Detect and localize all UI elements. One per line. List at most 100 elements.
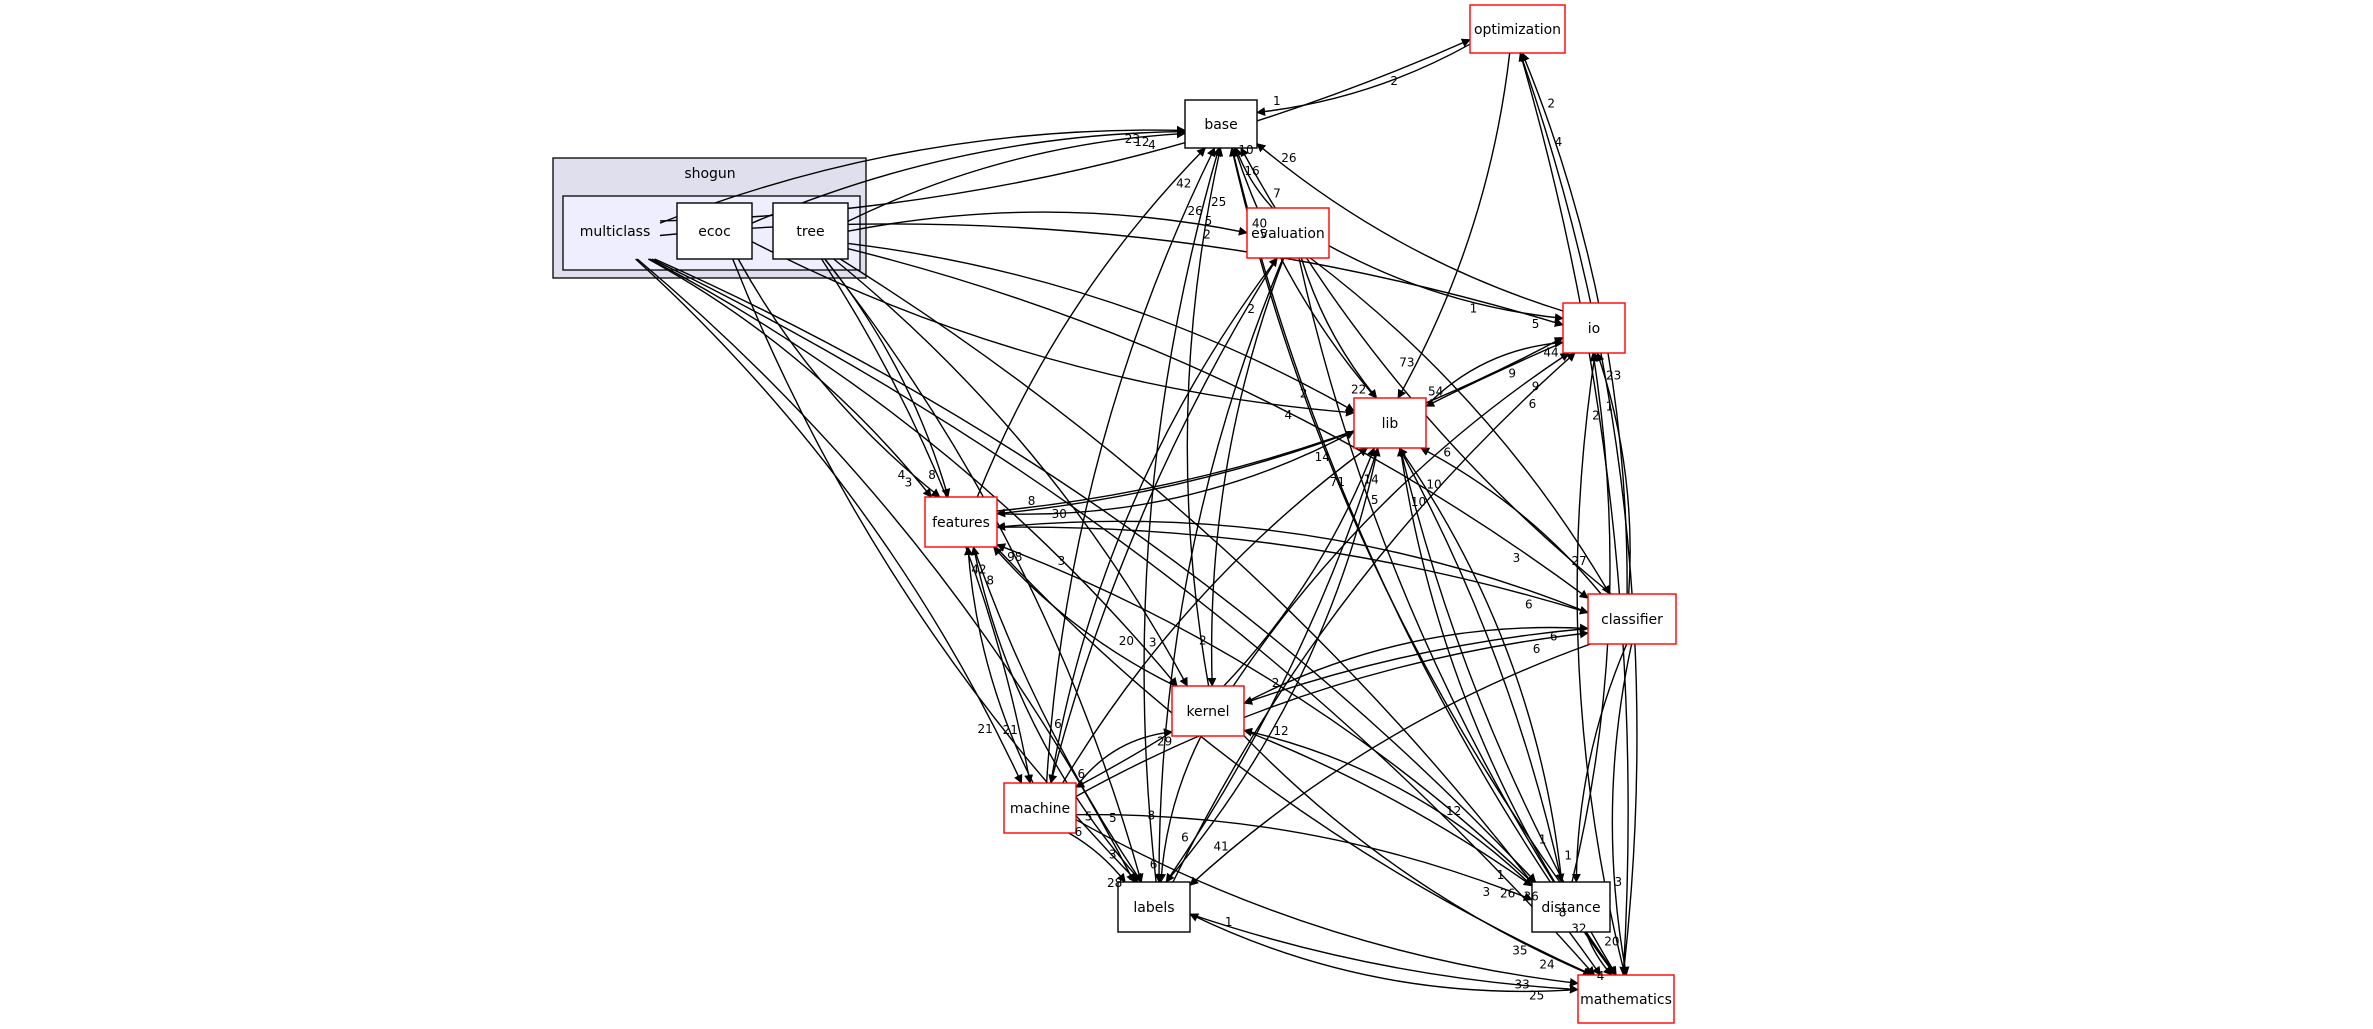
edge-line <box>1172 352 1576 883</box>
edge-line <box>1075 629 1589 798</box>
edge-mathematics-to-labels <box>1189 913 1579 993</box>
node-box[interactable] <box>1003 782 1077 834</box>
edge-label-distance-to-io: 1 <box>1606 400 1614 414</box>
node-kernel[interactable]: kernel <box>1171 685 1245 737</box>
edge-distance-to-lib <box>1398 447 1563 883</box>
edge-label-multiclass-to-distance: 12 <box>1446 804 1461 818</box>
node-box[interactable] <box>1531 881 1611 933</box>
edge-label-tree-to-classifier: 3 <box>1513 551 1521 565</box>
node-io[interactable]: io <box>1562 302 1626 354</box>
node-box[interactable] <box>1117 881 1191 933</box>
node-distance[interactable]: distance <box>1531 881 1611 933</box>
edge-label-multiclass-to-mathematics: 26 <box>1500 887 1515 901</box>
edge-line <box>1062 447 1369 784</box>
node-labels[interactable]: labels <box>1117 881 1191 933</box>
edge-kernel-to-io <box>1232 352 1570 687</box>
edge-line <box>824 258 1144 883</box>
edge-line <box>1186 147 1224 687</box>
edge-label-machine-to-classifier: 6 <box>1533 642 1541 656</box>
edge-evaluation-to-mathematics <box>1298 257 1616 976</box>
node-box[interactable] <box>676 202 753 260</box>
node-box[interactable] <box>1246 207 1330 259</box>
edge-label-evaluation-to-io: 5 <box>1532 317 1540 331</box>
node-box[interactable] <box>1577 974 1675 1024</box>
edge-line <box>1050 257 1278 784</box>
edge-label-kernel-to-mathematics: 24 <box>1539 958 1554 972</box>
node-label-machine: machine <box>1010 801 1070 817</box>
node-features[interactable]: features <box>924 496 998 548</box>
edge-label-distance-to-features: 3 <box>1058 554 1066 568</box>
edge-label-labels-to-mathematics: 25 <box>1529 989 1544 1003</box>
node-tree[interactable]: tree <box>772 202 849 260</box>
edge-line <box>1068 832 1126 883</box>
edge-tree-to-base <box>847 129 1186 222</box>
node-box[interactable] <box>1469 4 1566 54</box>
node-mathematics[interactable]: mathematics <box>1577 974 1675 1024</box>
node-box[interactable] <box>772 202 849 260</box>
edge-line <box>1611 643 1633 976</box>
edge-mathematics-to-base <box>1229 147 1616 976</box>
edge-line <box>1154 257 1284 883</box>
node-machine[interactable]: machine <box>1003 782 1077 834</box>
edge-label-kernel-to-classifier: 6 <box>1550 629 1558 643</box>
node-label-optimization: optimization <box>1474 22 1561 38</box>
edge-line <box>847 129 1186 222</box>
edge-label-evaluation-to-machine: 6 <box>1054 717 1062 731</box>
edge-labels-to-features <box>970 546 1143 883</box>
node-lib[interactable]: lib <box>1353 397 1427 449</box>
edge-label-features-to-base: 42 <box>1176 177 1191 191</box>
edge-label-kernel-to-features: 98 <box>1007 550 1022 564</box>
edge-label-classifier-to-features: 30 <box>1052 507 1067 521</box>
edge-line <box>996 520 1589 614</box>
edge-label-features-to-lib: 14 <box>1315 450 1330 464</box>
edge-line <box>996 336 1564 512</box>
edge-line <box>1256 143 1564 312</box>
edge-line <box>1243 627 1589 705</box>
edge-label-mathematics-to-io: 2 <box>1592 408 1600 422</box>
node-evaluation[interactable]: evaluation <box>1246 207 1330 259</box>
edge-label-evaluation-to-mathematics: 8 <box>1559 906 1567 920</box>
edge-label-features-to-io: 9 <box>1508 367 1516 381</box>
edge-line <box>1398 447 1563 883</box>
node-box[interactable] <box>924 496 998 548</box>
node-classifier[interactable]: classifier <box>1587 593 1677 645</box>
edge-line <box>1519 52 1629 976</box>
node-box[interactable] <box>1353 397 1427 449</box>
edge-line <box>1243 729 1533 887</box>
edge-distance-to-kernel <box>1243 727 1533 887</box>
edge-label-optimization-to-lib: 73 <box>1399 356 1414 370</box>
node-box[interactable] <box>1587 593 1677 645</box>
edge-ecoc-to-features <box>737 258 941 498</box>
edge-kernel-to-distance <box>1243 729 1533 887</box>
node-box[interactable] <box>1171 685 1245 737</box>
edge-label-classifier-to-mathematics: 20 <box>1604 935 1619 949</box>
node-base[interactable]: base <box>1184 99 1258 149</box>
edge-machine-to-kernel <box>1075 728 1173 788</box>
edge-lib-to-base <box>1232 147 1377 399</box>
edge-label-lib-to-features: 8 <box>1028 494 1036 508</box>
edge-label-classifier-to-kernel: 2 <box>1272 676 1280 690</box>
node-ecoc[interactable]: ecoc <box>676 202 753 260</box>
edge-tree-to-mathematics <box>839 258 1602 976</box>
node-box[interactable] <box>1562 302 1626 354</box>
edge-label-optimization-to-base: 1 <box>1273 94 1281 108</box>
edge-labels-to-mathematics <box>1189 913 1579 994</box>
edge-line <box>833 258 1188 687</box>
edge-mathematics-to-optimization <box>1518 52 1638 976</box>
edge-label-machine-to-base: 26 <box>1187 204 1202 218</box>
node-optimization[interactable]: optimization <box>1469 4 1566 54</box>
node-label-base: base <box>1204 117 1237 133</box>
edge-label-kernel-to-distance: 1 <box>1497 868 1505 882</box>
edge-label-classifier-to-io: 23 <box>1606 368 1621 382</box>
edge-label-evaluation-to-base: 10 <box>1238 143 1253 157</box>
edge-label-kernel-to-io: 9 <box>1532 380 1540 394</box>
edge-line <box>1075 728 1173 788</box>
edge-line <box>1165 447 1379 883</box>
edge-tree-to-lib <box>847 242 1355 412</box>
edge-label-tree-to-kernel: 3 <box>1149 636 1157 650</box>
edge-label-machine-to-labels: 28 <box>1107 876 1122 890</box>
node-multiclass[interactable]: multiclass <box>580 224 651 240</box>
node-box[interactable] <box>1184 99 1258 149</box>
node-label-tree: tree <box>796 224 824 240</box>
